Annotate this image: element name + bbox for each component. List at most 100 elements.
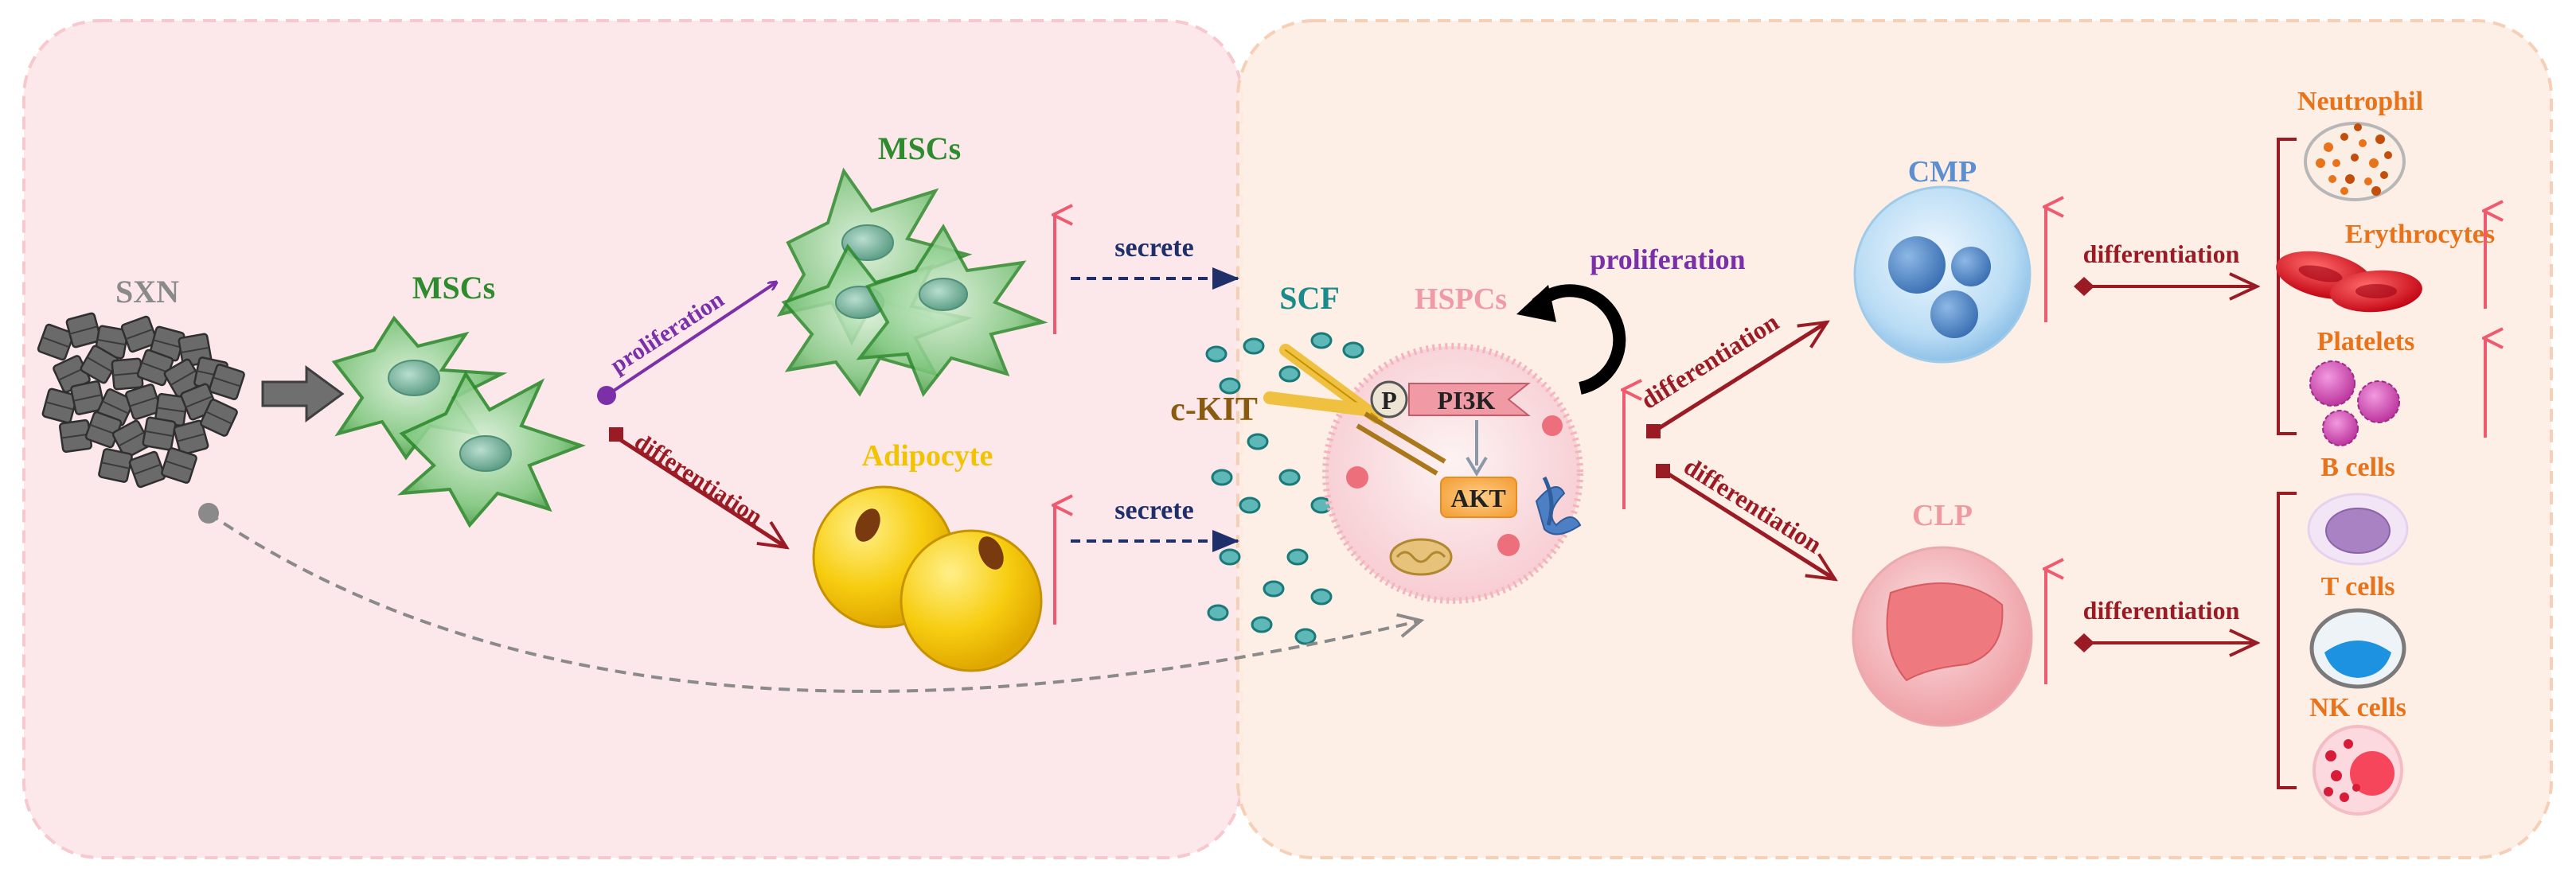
b-cell-icon [2307,493,2409,566]
neutrophil-granule [2340,187,2348,195]
pi3k-label: PI3K [1438,386,1496,415]
ckit-label: c-KIT [1170,391,1258,428]
neutrophil-granule [2328,175,2336,183]
nkcells-label: NK cells [2309,693,2406,722]
cmp-label: CMP [1908,155,1977,189]
sxn-to-msc-arrow [261,365,345,422]
scf-molecule [1219,548,1241,566]
scf-molecule [1294,628,1317,645]
t-cell-icon [2309,608,2406,689]
scf-molecule [1310,588,1333,605]
erythrocytes-label: Erythrocytes [2345,220,2495,249]
neutrophil-granule [2369,158,2379,168]
scf-molecule [1239,496,1261,514]
sxn-to-hspc-curve [207,512,1421,693]
sxn-label: SXN [115,274,179,310]
scf-molecule [1251,616,1273,633]
sxn-cube-edge [141,361,170,374]
scf-molecule [1205,345,1228,363]
sxn-cube-edge [97,338,126,346]
scf-molecule [1211,469,1233,486]
neutrophil-label: Neutrophil [2297,87,2423,116]
pi3k-shape [1408,383,1531,416]
scf-molecules-icon [1205,332,1364,645]
sxn-cube-edge [73,394,102,402]
ckit-receptor-icon [1263,344,1446,476]
msc-top-label: MSCs [878,130,961,166]
neutrophil-granule [2384,151,2392,159]
neutrophil-granule [2316,158,2325,168]
sxn-cube-edge [45,401,74,411]
sxn-cube-edge [177,433,205,442]
msc-cell-icon [331,315,586,528]
scf-molecule [1310,332,1333,349]
akt-box [1440,477,1517,518]
secrete-bottom-label: secrete [1114,496,1193,525]
sxn-cube-edge [133,463,162,476]
right-panel [1236,19,2553,859]
erythrocyte-icon [2276,251,2422,313]
sxn-cube-edge [41,336,70,348]
sxn-cube-edge [86,356,113,372]
scf-molecule [1263,580,1285,598]
scf-molecule [1278,469,1301,486]
sxn-cube-edge [61,433,90,439]
diff-up-arrow [1653,322,1827,434]
scf-molecule [1342,341,1364,359]
sxn-cube-edge [205,411,232,425]
cmp-cell-icon [1853,185,2032,364]
sxn-cube-edge [153,339,181,348]
diff-cmp-label: differentiation [2083,239,2240,268]
neutrophil-granule [2380,171,2388,179]
neutrophil-granule [2354,123,2362,131]
cycle-arrow-icon [1516,284,1626,395]
sxn-cube-edge [170,370,197,386]
nk-cell-icon [2313,725,2403,816]
sxn-cube-edge [102,400,129,415]
scf-molecule [1243,337,1265,355]
sxn-cube-edge [101,461,130,469]
secrete-top-label: secrete [1114,233,1193,263]
platelets-label: Platelets [2317,327,2415,356]
scf-molecule [1278,365,1301,383]
bcells-label: B cells [2320,453,2395,482]
sxn-cube-edge [58,367,85,381]
scf-molecule [1207,604,1229,621]
neutrophil-granule [2340,133,2348,141]
scf-label: SCF [1279,280,1340,316]
diff-clp-label: differentiation [2083,596,2240,625]
neutrophil-granule [2364,177,2372,185]
hspcs-label: HSPCs [1415,282,1507,316]
sxn-cube-edge [213,376,241,387]
sxn-cube-edge [157,407,185,413]
tcells-label: T cells [2321,572,2395,602]
msc-top-cell-icon [776,167,1048,397]
neutrophil-granule [2351,154,2359,162]
platelet-icon [2309,360,2400,446]
sxn-cube-edge [69,325,98,335]
lymphoid-bracket [2277,492,2297,789]
neutrophil-granule [2324,142,2333,152]
neutrophil-granule [2359,139,2367,147]
proliferation-arrow [605,282,776,397]
diff-down-arrow [1662,469,1835,579]
neutrophil-granule [2371,186,2381,196]
sxn-cube-edge [145,430,174,438]
sxn-cube-edge [181,346,209,354]
sxn-cube-edge [129,396,158,407]
adipocyte-icon [812,485,1043,672]
differentiation-arrow [615,435,786,547]
neutrophil-granule [2332,159,2340,167]
proliferation-big-label: proliferation [1590,243,1745,275]
scf-molecule [1286,548,1309,566]
adipocyte-label: Adipocyte [862,439,993,473]
clp-cell-icon [1852,546,2033,727]
sxn-cube-edge [185,395,213,408]
p-label: P [1381,386,1397,415]
msc-left-label: MSCs [412,270,495,306]
akt-label: AKT [1450,484,1505,512]
phosphate-icon [1370,380,1408,419]
scf-molecule [1247,433,1269,450]
